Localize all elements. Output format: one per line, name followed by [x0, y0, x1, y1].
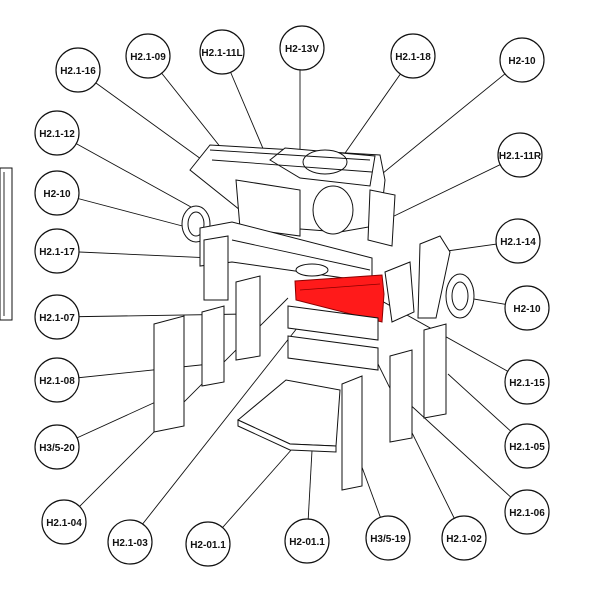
callout-label: H2.1-09 [130, 52, 166, 63]
floor-plate [237, 379, 341, 453]
callout-label: H3/5-20 [39, 443, 75, 454]
side-fragment [0, 167, 13, 321]
callout-label: H2.1-06 [509, 508, 545, 519]
callout-label: H2-10 [508, 56, 536, 67]
callout-label: H2.1-11R [499, 151, 542, 162]
callout-label: H2-13V [285, 44, 319, 55]
callout-c20: H2.1-03 [107, 519, 153, 565]
parts-drawing [153, 144, 475, 491]
callout-label: H2.1-11L [201, 48, 242, 59]
callout-c18: H2.1-06 [504, 489, 550, 535]
callout-c17: H3/5-20 [34, 424, 80, 470]
callout-c1: H2.1-16 [55, 47, 101, 93]
left-plates [153, 275, 261, 433]
right-bracket [384, 235, 475, 323]
callout-c10: H2.1-14 [495, 218, 541, 264]
callout-c23: H3/5-19 [365, 515, 411, 561]
callout-label: H2-01.1 [289, 537, 325, 548]
callout-label: H2.1-04 [46, 518, 82, 529]
callout-label: H2-10 [43, 189, 71, 200]
callout-c9: H2-10 [34, 170, 80, 216]
callout-c12: H2-10 [504, 285, 550, 331]
callout-label: H2-01.1 [190, 540, 226, 551]
callouts: H2.1-16 H2.1-09 H2.1-11L H2-13V H2.1-18 … [34, 25, 550, 567]
callout-label: H2.1-17 [39, 247, 75, 258]
callout-label: H2.1-12 [39, 129, 75, 140]
callout-c16: H2.1-05 [504, 423, 550, 469]
callout-label: H2.1-05 [509, 442, 545, 453]
callout-c24: H2.1-02 [441, 515, 487, 561]
callout-c7: H2.1-12 [34, 110, 80, 156]
right-plates [341, 323, 447, 491]
callout-label: H2.1-07 [39, 313, 75, 324]
callout-label: H2-10 [513, 304, 541, 315]
callout-c13: H2.1-07 [34, 294, 80, 340]
callout-c15: H2.1-08 [34, 357, 80, 403]
callout-c22: H2-01.1 [284, 518, 330, 564]
callout-c5: H2.1-18 [390, 33, 436, 79]
highlighted-part [294, 274, 385, 323]
callout-label: H2.1-18 [395, 52, 431, 63]
callout-label: H2.1-14 [500, 237, 536, 248]
callout-label: H2.1-03 [112, 538, 148, 549]
callout-c4: H2-13V [279, 25, 325, 71]
callout-c11: H2.1-17 [34, 228, 80, 274]
center-bricks [287, 305, 379, 371]
callout-label: H2.1-08 [39, 376, 75, 387]
callout-c3: H2.1-11L [199, 29, 245, 75]
callout-c21: H2-01.1 [185, 521, 231, 567]
callout-label: H3/5-19 [370, 534, 406, 545]
callout-label: H2.1-16 [60, 66, 96, 77]
callout-c8: H2.1-11R [497, 132, 543, 178]
callout-c2: H2.1-09 [125, 33, 171, 79]
callout-c6: H2-10 [499, 37, 545, 83]
callout-c14: H2.1-15 [504, 359, 550, 405]
callout-label: H2.1-15 [509, 378, 545, 389]
callout-label: H2.1-02 [446, 534, 482, 545]
top-hood [189, 144, 396, 247]
callout-c19: H2.1-04 [41, 499, 87, 545]
